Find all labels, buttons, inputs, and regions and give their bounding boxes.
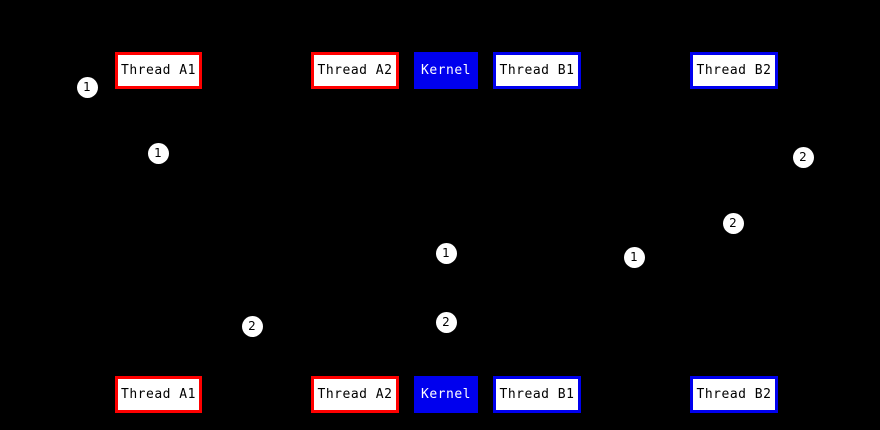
step-marker-2: 2 <box>435 311 457 333</box>
step-marker-2: 2 <box>241 315 263 337</box>
participant-box-thread-a1-top[interactable]: Thread A1 <box>115 52 202 89</box>
step-marker-1: 1 <box>435 242 457 264</box>
step-marker-2: 2 <box>792 146 814 168</box>
step-marker-2: 2 <box>722 212 744 234</box>
participant-box-thread-a1-bottom[interactable]: Thread A1 <box>115 376 202 413</box>
participant-box-thread-b2-top[interactable]: Thread B2 <box>690 52 778 89</box>
step-marker-1: 1 <box>623 246 645 268</box>
message-arrow-thread-b2-to-thread-b2 <box>733 156 804 181</box>
participant-box-thread-b1-bottom[interactable]: Thread B1 <box>493 376 581 413</box>
participant-box-thread-b1-top[interactable]: Thread B1 <box>493 52 581 89</box>
participant-box-thread-a2-top[interactable]: Thread A2 <box>311 52 399 89</box>
step-marker-1: 1 <box>147 142 169 164</box>
step-marker-1: 1 <box>76 76 98 98</box>
message-arrow-thread-b1-to-thread-b2 <box>536 220 735 258</box>
participant-box-kernel-top[interactable]: Kernel <box>414 52 478 89</box>
message-arrow-thread-a2-to-kernel <box>354 299 447 324</box>
message-arrow-thread-a1-to-kernel <box>157 175 447 255</box>
message-arrow-group <box>153 110 804 343</box>
participant-box-thread-b2-bottom[interactable]: Thread B2 <box>690 376 778 413</box>
participant-box-kernel-bottom[interactable]: Kernel <box>414 376 478 413</box>
message-arrow-kernel-to-thread-b1 <box>445 252 538 262</box>
participant-box-thread-a2-bottom[interactable]: Thread A2 <box>311 376 399 413</box>
